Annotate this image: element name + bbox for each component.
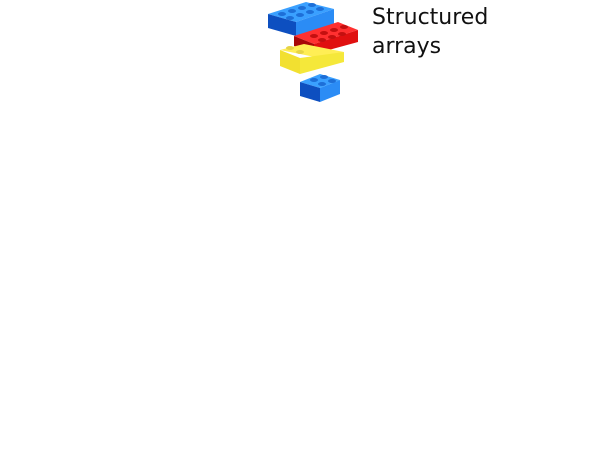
caption: Structured arrays <box>372 3 572 61</box>
caption-line-2: arrays <box>372 34 442 59</box>
lego-bricks-icon <box>268 2 358 102</box>
blue-brick-top <box>268 2 334 36</box>
blue-brick-bottom <box>300 74 340 102</box>
caption-line-1: Structured <box>372 5 489 30</box>
yellow-brick <box>280 44 344 74</box>
